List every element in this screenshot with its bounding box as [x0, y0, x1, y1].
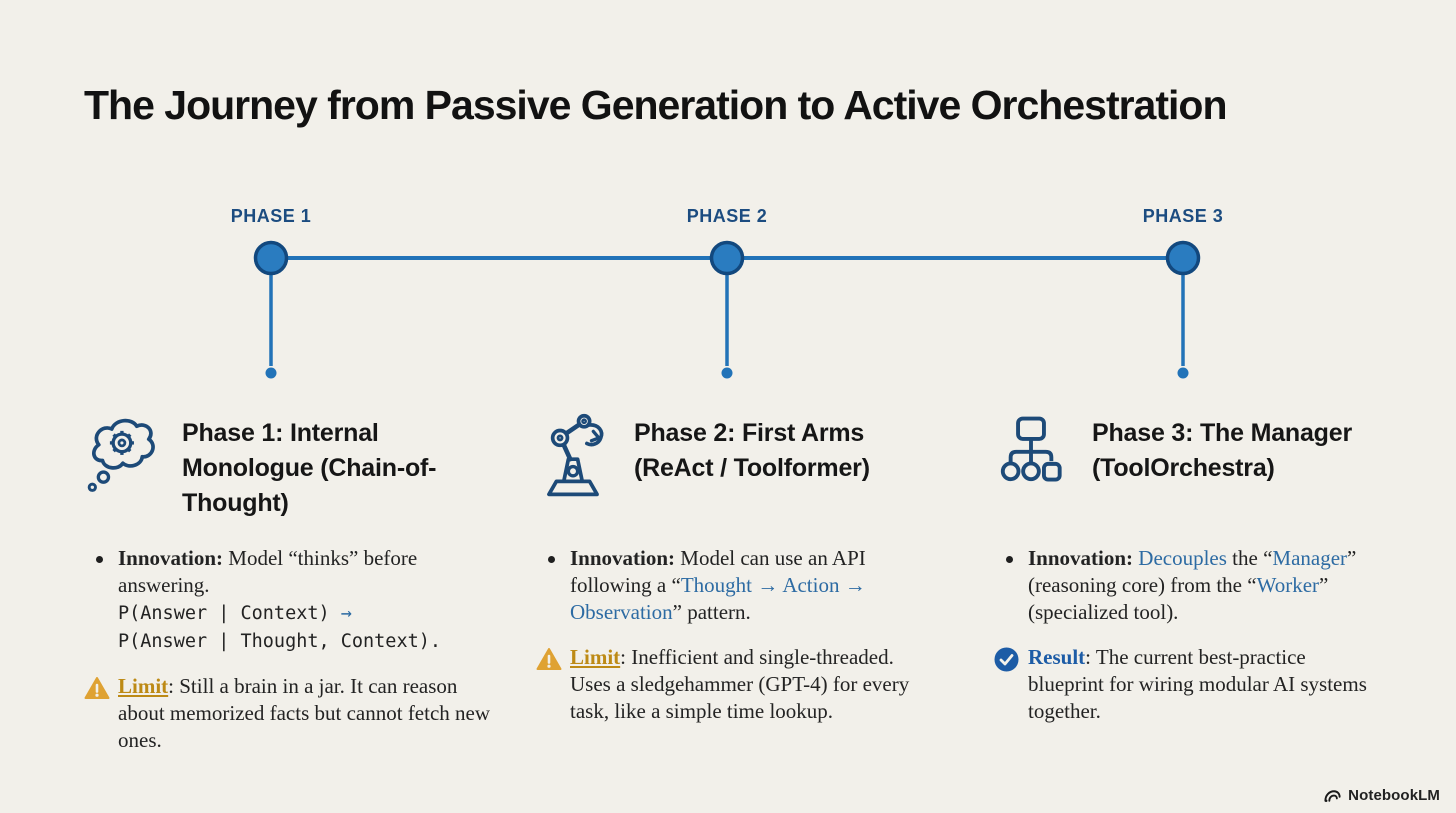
- phase-1-innovation-item: Innovation: Model “thinks” before answer…: [84, 545, 496, 655]
- phase-3-innovation-text: Innovation: Decouples the “Manager” (rea…: [1028, 546, 1357, 624]
- phase-1-innovation-text: Innovation: Model “thinks” before answer…: [118, 546, 442, 652]
- phase-3-label: PHASE 3: [1142, 206, 1224, 226]
- thought-bubble-gear-icon: [84, 408, 158, 500]
- phase-1-items: Innovation: Model “thinks” before answer…: [84, 545, 496, 772]
- phase-1-label: PHASE 1: [230, 206, 312, 226]
- phase-3-header: Phase 3: The Manager (ToolOrchestra): [994, 408, 1374, 492]
- notebooklm-logo-icon: [1324, 789, 1341, 802]
- timeline-node-phase-1: [253, 240, 289, 276]
- phase-2-column: Phase 2: First Arms (ReAct / Toolformer)…: [536, 408, 928, 723]
- page-title: The Journey from Passive Generation to A…: [84, 82, 1228, 128]
- timeline-end-dot: [265, 367, 277, 379]
- timeline-end-dot: [721, 367, 733, 379]
- timeline-node-phase-3: [1165, 240, 1201, 276]
- timeline-node-phase-2: [709, 240, 745, 276]
- bullet-dot: [536, 545, 570, 626]
- bullet-dot: [994, 545, 1028, 626]
- phase-1-limit-item: Limit: Still a brain in a jar. It can re…: [84, 673, 496, 754]
- phase-2-innovation-text: Innovation: Model can use an API followi…: [570, 546, 866, 624]
- phase-3-innovation-item: Innovation: Decouples the “Manager” (rea…: [994, 545, 1374, 626]
- warning-icon: [84, 673, 118, 754]
- timeline-graphic: [253, 240, 1201, 379]
- phase-2-limit-text: Limit: Inefficient and single-threaded. …: [570, 645, 910, 723]
- phase-2-innovation-item: Innovation: Model can use an API followi…: [536, 545, 928, 626]
- phase-1-header: Phase 1: Internal Monologue (Chain-of-Th…: [84, 408, 496, 521]
- timeline-end-dot: [1177, 367, 1189, 379]
- warning-icon: [536, 644, 570, 725]
- phase-1-heading: Phase 1: Internal Monologue (Chain-of-Th…: [182, 419, 437, 517]
- watermark-label: NotebookLM: [1348, 787, 1440, 804]
- robot-arm-icon: [536, 408, 610, 503]
- check-icon: [994, 644, 1028, 725]
- phase-2-limit-item: Limit: Inefficient and single-threaded. …: [536, 644, 928, 725]
- phase-3-result-text: Result: The current best-practice bluepr…: [1028, 645, 1367, 723]
- phase-1-column: Phase 1: Internal Monologue (Chain-of-Th…: [84, 408, 496, 752]
- watermark: NotebookLM: [1323, 787, 1440, 804]
- phase-3-column: Phase 3: The Manager (ToolOrchestra) Inn…: [994, 408, 1374, 723]
- phase-3-items: Innovation: Decouples the “Manager” (rea…: [994, 545, 1374, 743]
- phase-2-heading: Phase 2: First Arms (ReAct / Toolformer): [634, 419, 870, 482]
- phase-2-header: Phase 2: First Arms (ReAct / Toolformer): [536, 408, 928, 503]
- bullet-dot: [84, 545, 118, 655]
- phase-2-label: PHASE 2: [686, 206, 768, 226]
- org-chart-icon: [994, 408, 1068, 492]
- phase-3-result-item: Result: The current best-practice bluepr…: [994, 644, 1374, 725]
- phase-2-items: Innovation: Model can use an API followi…: [536, 545, 928, 743]
- phase-3-heading: Phase 3: The Manager (ToolOrchestra): [1092, 419, 1352, 482]
- phase-1-limit-text: Limit: Still a brain in a jar. It can re…: [118, 674, 491, 752]
